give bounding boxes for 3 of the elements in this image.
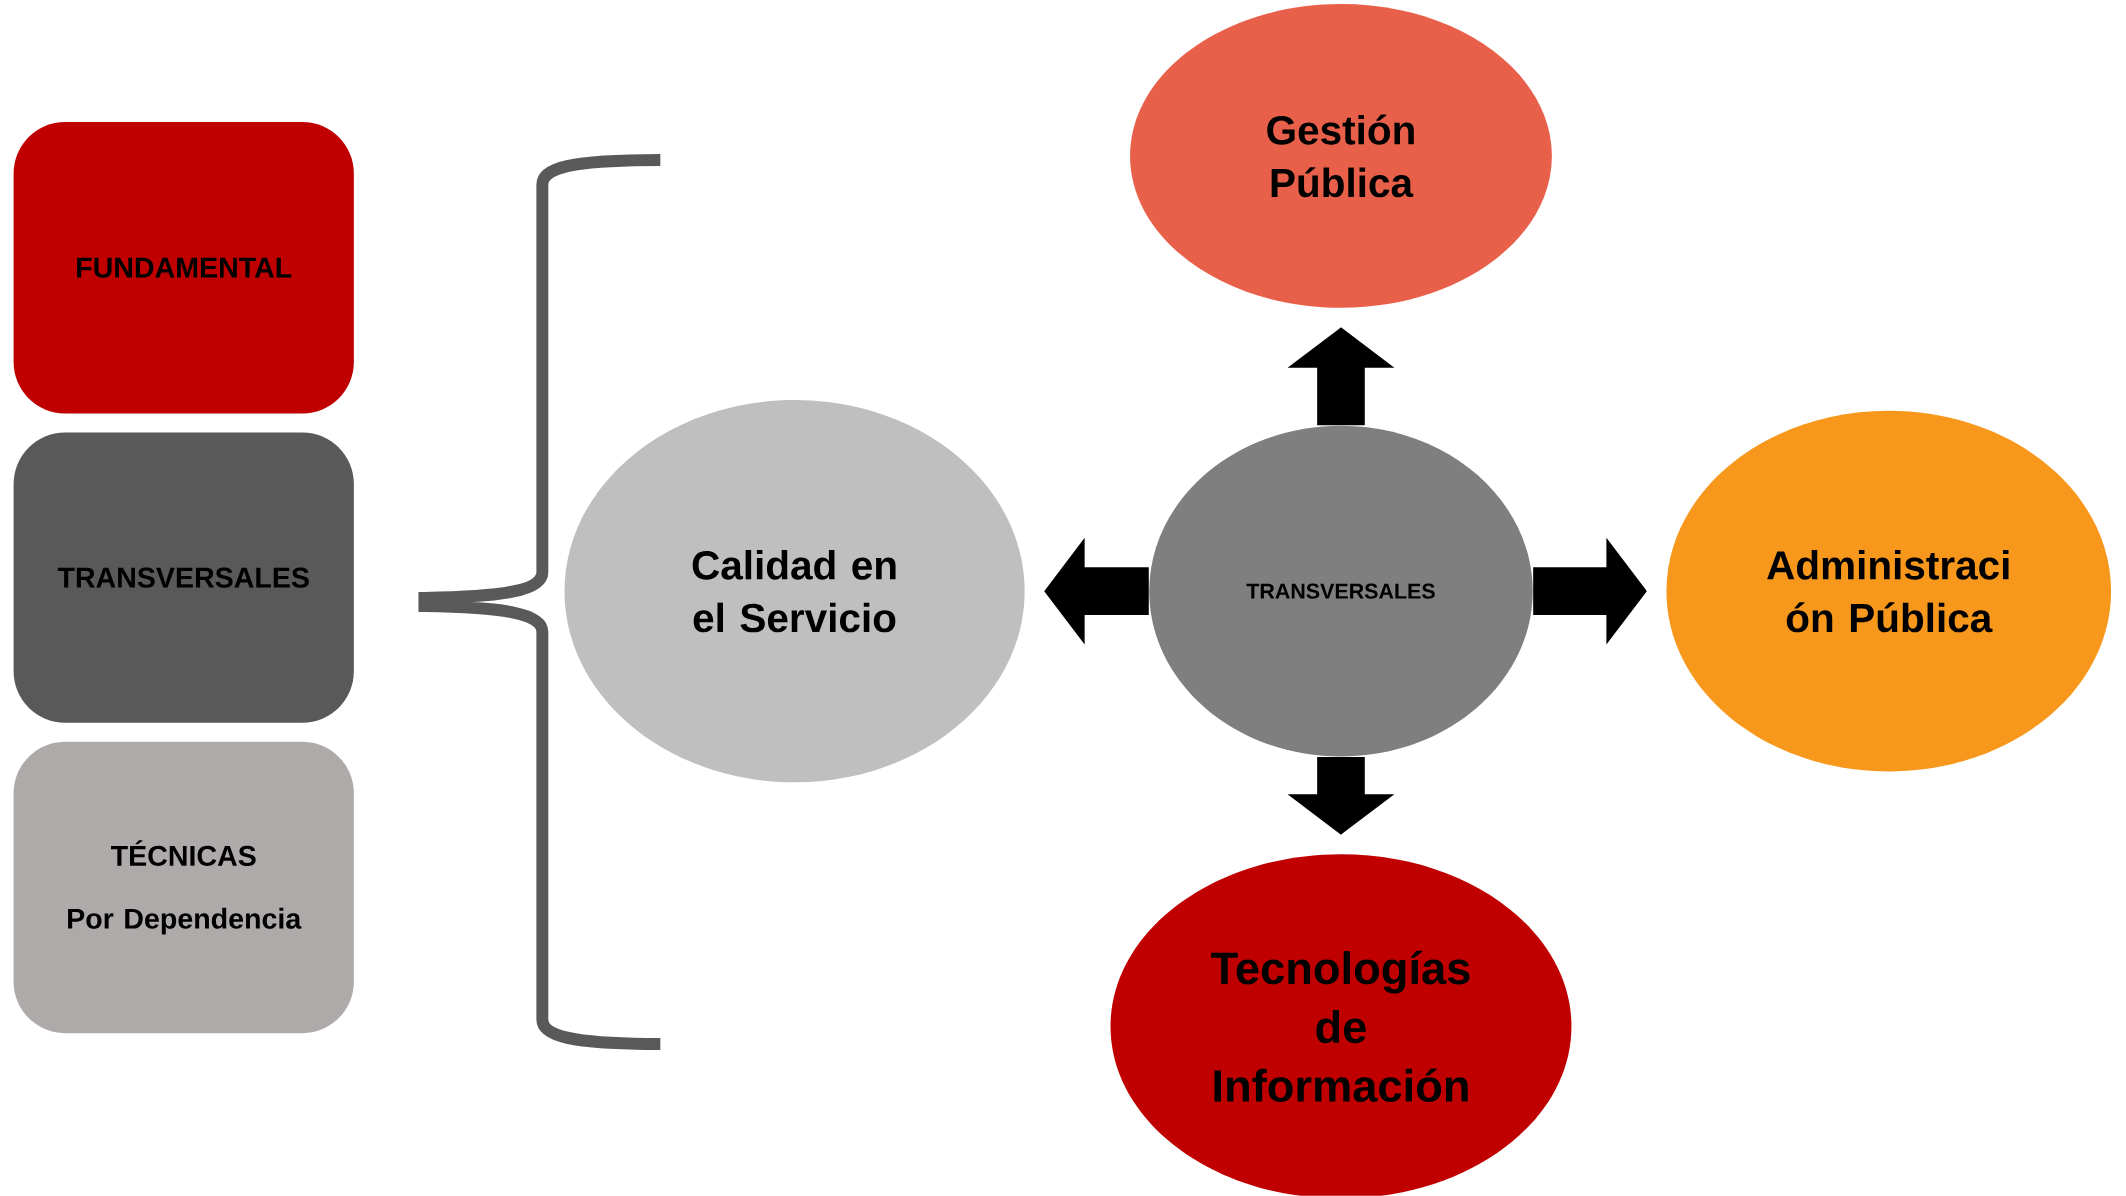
category-box: TRANSVERSALES [13, 432, 354, 723]
category-box: FUNDAMENTAL [13, 122, 354, 414]
category-box: TÉCNICAS Por Dependencia [13, 741, 354, 1034]
